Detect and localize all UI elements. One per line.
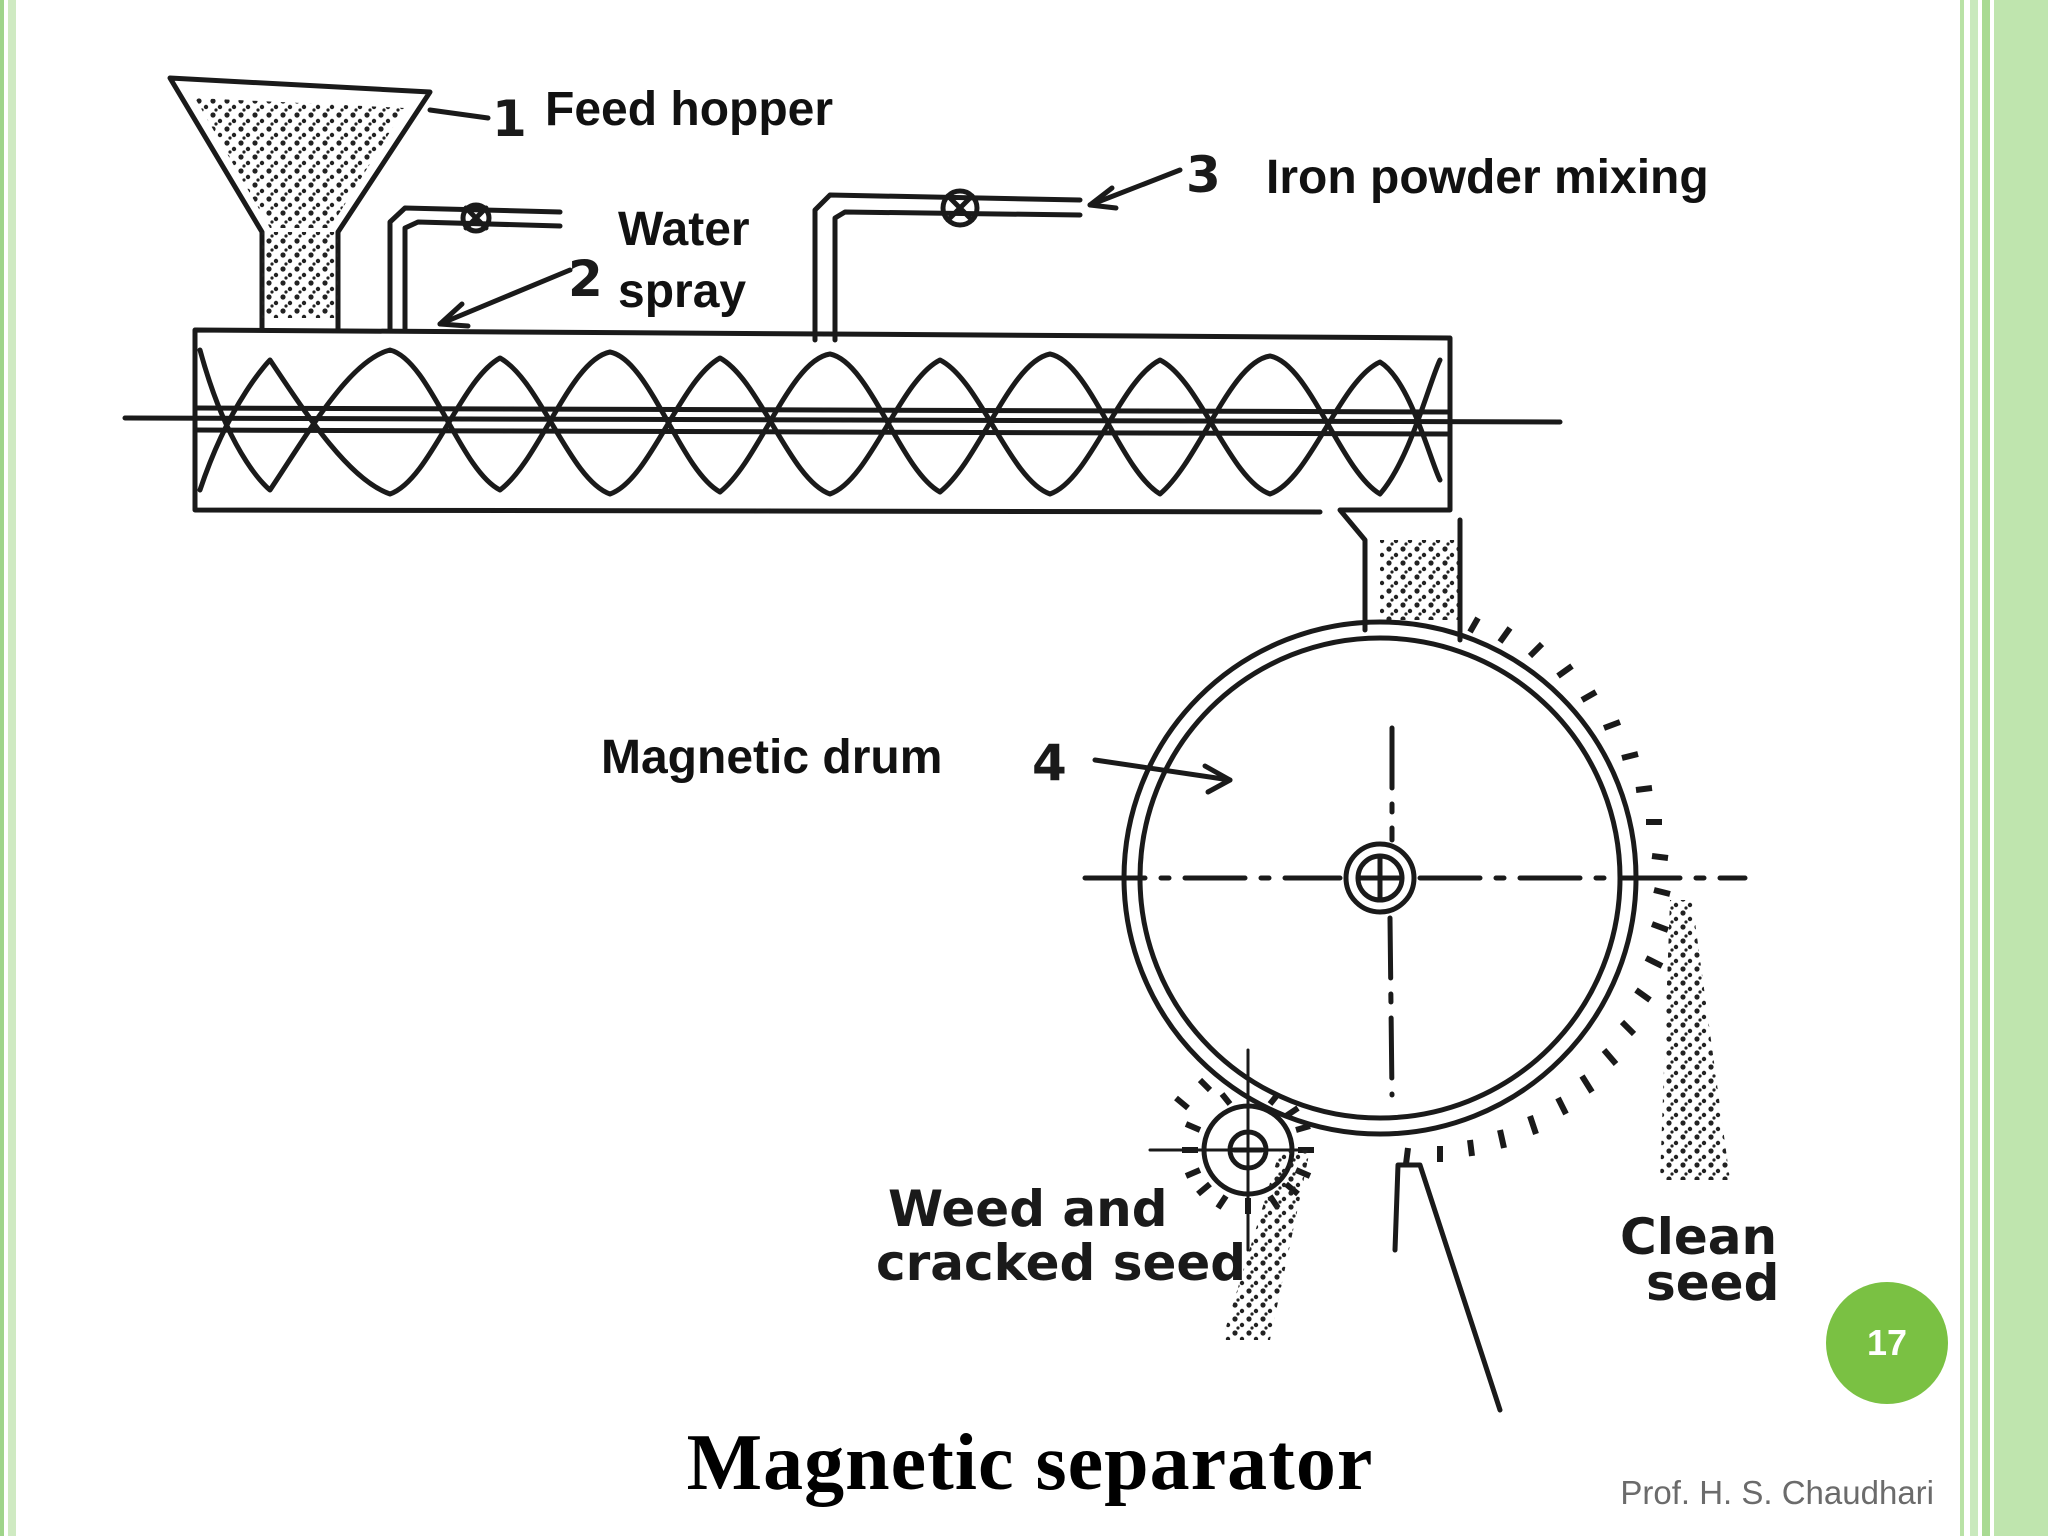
feed-hopper-label: Feed hopper xyxy=(545,83,834,136)
screw-flights xyxy=(197,347,1443,497)
drum-teeth xyxy=(1174,616,1671,1214)
label-number-3: 3 xyxy=(1186,146,1221,204)
label-number-1: 1 xyxy=(492,90,527,148)
author-footer: Prof. H. S. Chaudhari xyxy=(1620,1474,1934,1511)
label-number-2: 2 xyxy=(568,250,603,308)
screw-conveyor-housing xyxy=(192,327,1453,633)
feed-hopper-pointer xyxy=(427,107,491,121)
iron-powder-valve xyxy=(940,188,980,228)
left-border-decoration xyxy=(0,0,16,1536)
clean-seed-label-line1: Clean xyxy=(1620,1208,1778,1266)
water-spray-label-line1: Water xyxy=(618,203,750,256)
weed-cracked-seed-label-line2: cracked seed xyxy=(876,1234,1247,1292)
water-spray-valve xyxy=(460,202,492,234)
weed-cracked-seed-label-line1: Weed and xyxy=(888,1180,1168,1238)
right-border-decoration xyxy=(1956,0,2048,1536)
falling-seeds xyxy=(1222,540,1730,1340)
magnetic-drum-label: Magnetic drum xyxy=(601,731,943,784)
iron-powder-mixing-label: Iron powder mixing xyxy=(1266,151,1709,204)
slide-title: Magnetic separator xyxy=(686,1419,1374,1507)
divider-plate xyxy=(1392,1162,1503,1413)
water-spray-label-line2: spray xyxy=(618,265,747,318)
conveyor-shaft xyxy=(122,415,1563,425)
drum-axle xyxy=(1343,841,1417,915)
page-number-badge: 17 xyxy=(1826,1282,1948,1404)
label-number-4: 4 xyxy=(1032,734,1067,792)
clean-seed-label-line2: seed xyxy=(1646,1254,1780,1312)
drum-centerline-v xyxy=(1387,725,1395,1098)
